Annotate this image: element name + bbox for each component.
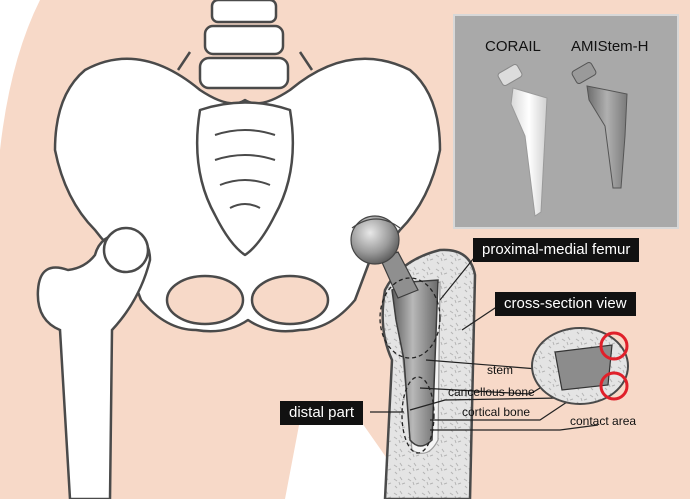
amistem-title: AMIStem-H bbox=[571, 38, 649, 55]
label-distal-part: distal part bbox=[280, 401, 364, 425]
left-femur bbox=[36, 226, 152, 501]
contact-highlight-upper bbox=[599, 331, 629, 361]
label-proximal-medial-femur: proximal-medial femur bbox=[473, 238, 640, 262]
stem-comparison-inset: CORAIL AMIStem-H bbox=[453, 14, 679, 229]
dashed-outlines bbox=[379, 277, 441, 454]
corail-stem-image bbox=[497, 64, 548, 217]
label-cross-section-view: cross-section view bbox=[495, 292, 636, 316]
leader-lines bbox=[370, 247, 599, 431]
label-cortical-bone: cortical bone bbox=[462, 405, 531, 419]
cross-section-view bbox=[531, 327, 629, 405]
contact-highlight-lower bbox=[599, 371, 629, 401]
label-cancellous-bone: cancellous bone bbox=[448, 385, 535, 399]
label-contact-area: contact area bbox=[570, 414, 637, 428]
pelvis bbox=[53, 57, 442, 333]
amistem-stem-image bbox=[571, 62, 628, 189]
label-stem: stem bbox=[487, 363, 514, 377]
corail-title: CORAIL bbox=[485, 38, 541, 55]
lumbar-spine bbox=[176, 0, 314, 90]
implant-stem bbox=[350, 215, 439, 447]
